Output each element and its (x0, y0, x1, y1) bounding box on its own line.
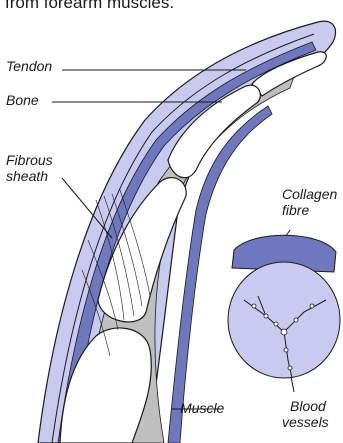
label-muscle: Muscle (180, 400, 224, 416)
label-blood-line1: Blood (290, 398, 326, 414)
label-collagen-line1: Collagen (282, 186, 337, 202)
label-fibrous-line1: Fibrous (6, 152, 53, 168)
label-fibrous-line2: sheath (6, 168, 48, 184)
label-tendon: Tendon (6, 58, 52, 74)
label-collagen-line2: fibre (282, 202, 309, 218)
collagen-cross-section (228, 262, 340, 378)
label-bone: Bone (6, 92, 39, 108)
label-blood-line2: vessels (282, 414, 329, 430)
